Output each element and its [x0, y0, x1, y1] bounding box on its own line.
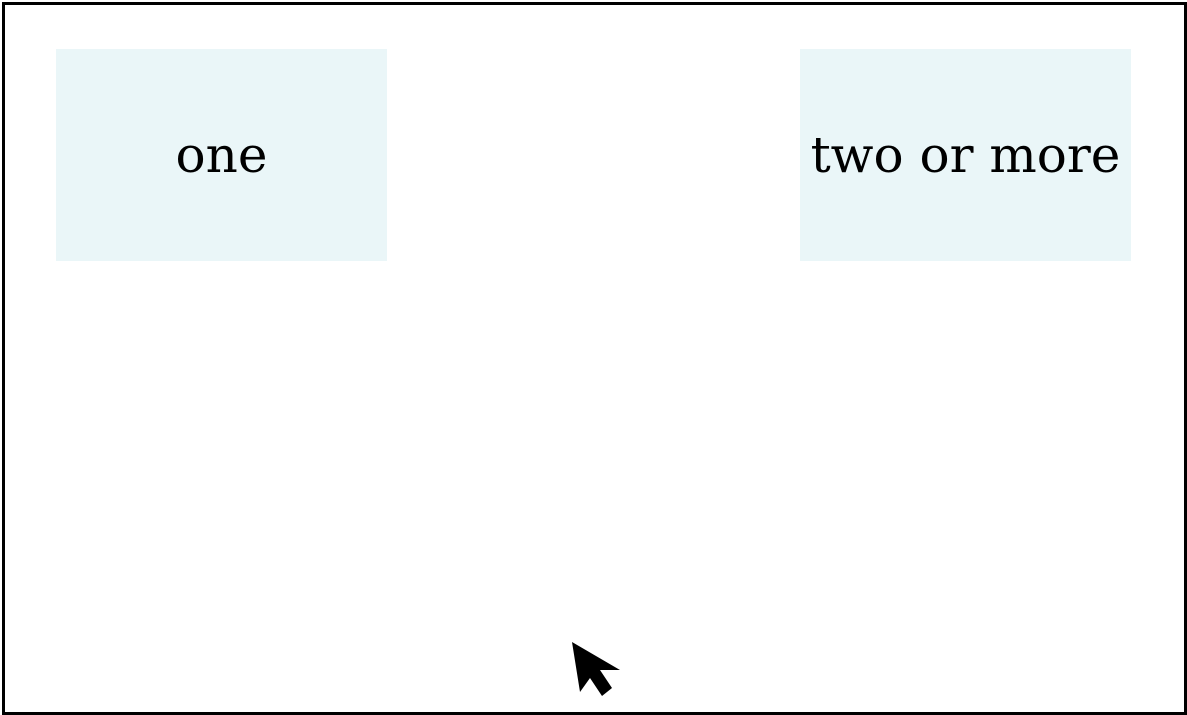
option-one-button[interactable]: one — [56, 49, 387, 261]
arrow-cursor-icon — [572, 642, 620, 696]
option-two-or-more-button[interactable]: two or more — [800, 49, 1131, 261]
option-two-or-more-label: two or more — [810, 126, 1121, 184]
option-one-label: one — [175, 126, 268, 184]
